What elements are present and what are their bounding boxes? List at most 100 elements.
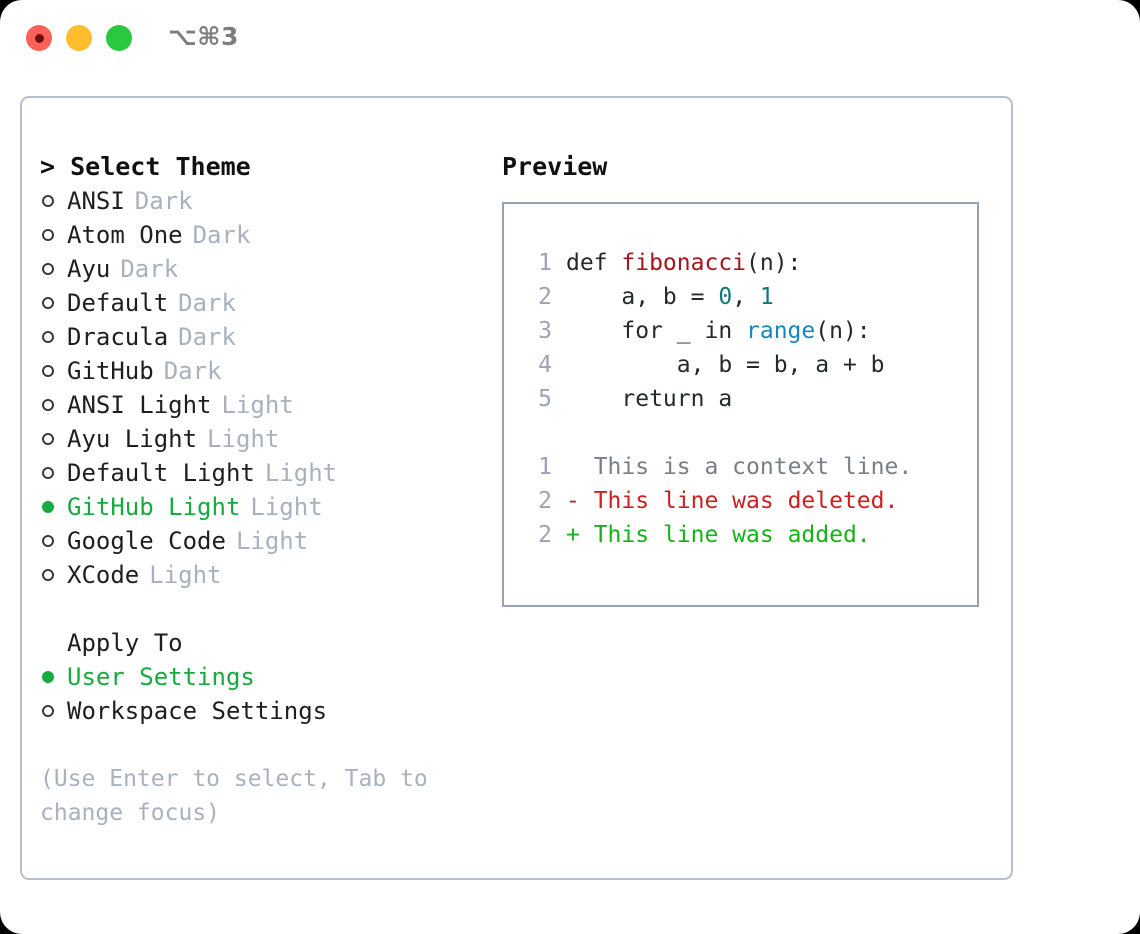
radio-unselected-icon — [40, 464, 58, 482]
code-line: 4 a, b = b, a + b — [522, 348, 977, 382]
diff-spacer — [522, 416, 977, 450]
code-token-number: 0 — [718, 284, 733, 310]
theme-option-label: Ayu Light — [67, 425, 198, 453]
code-line: 2 a, b = 0, 1 — [522, 280, 977, 314]
code-line-content: a, b = 0, 1 — [566, 280, 774, 314]
theme-option-mode: Light — [264, 459, 338, 487]
code-line-number: 5 — [538, 386, 552, 412]
theme-option-label: GitHub Light — [67, 493, 241, 521]
theme-option-mode: Light — [235, 527, 309, 555]
diff-line-text: This line was added. — [593, 522, 871, 548]
theme-option-label: ANSI — [67, 187, 125, 215]
code-token-plain: a, b = b, a + b — [566, 352, 885, 378]
radio-unselected-icon — [40, 328, 58, 346]
radio-unselected-icon — [40, 702, 58, 720]
theme-option-label: Dracula — [67, 323, 169, 351]
code-line-number: 4 — [538, 352, 552, 378]
theme-option[interactable]: Atom One Dark — [40, 218, 480, 252]
theme-option-label: Ayu — [67, 255, 111, 283]
code-line: 1 def fibonacci(n): — [522, 246, 977, 280]
theme-option-mode: Light — [149, 561, 222, 589]
code-token-function: fibonacci — [621, 250, 747, 276]
diff-line: 1 This is a context line. — [522, 450, 977, 484]
code-line-content: a, b = b, a + b — [566, 348, 885, 382]
diff-line-number: 2 — [538, 522, 552, 548]
diff-line-number: 1 — [538, 454, 552, 480]
zoom-button[interactable] — [106, 25, 132, 51]
radio-unselected-icon — [40, 260, 58, 278]
theme-option-mode: Light — [221, 391, 294, 419]
theme-option-mode: Dark — [192, 221, 251, 249]
radio-unselected-icon — [40, 226, 58, 244]
diff-line-text: This line was deleted. — [593, 488, 899, 514]
theme-option-label: Default Light — [67, 459, 255, 487]
diff-line: 2 + This line was added. — [522, 518, 977, 552]
code-token-plain: a, b = — [566, 284, 719, 310]
theme-option[interactable]: ANSI Light Light — [40, 388, 480, 422]
code-token-number: 1 — [759, 284, 774, 310]
preview-heading: Preview — [502, 152, 608, 181]
diff-line-text: This is a context line. — [593, 454, 913, 480]
theme-option[interactable]: GitHub Light Light — [40, 490, 480, 524]
radio-unselected-icon — [40, 396, 58, 414]
spacer — [40, 592, 480, 626]
radio-unselected-icon — [40, 430, 58, 448]
radio-selected-icon — [40, 498, 58, 516]
diff-marker — [566, 450, 594, 484]
diff-sample: 1 This is a context line.2- This line wa… — [522, 450, 977, 552]
close-button[interactable] — [26, 25, 52, 51]
code-line-content: for _ in range(n): — [566, 314, 871, 348]
theme-option-mode: Dark — [134, 187, 193, 215]
theme-option-label: Atom One — [67, 221, 183, 249]
keyboard-hint: (Use Enter to select, Tab to change focu… — [40, 766, 428, 826]
code-line-number: 1 — [538, 250, 552, 276]
theme-option[interactable]: ANSI Dark — [40, 184, 480, 218]
theme-option-label: Default — [67, 289, 169, 317]
radio-unselected-icon — [40, 362, 58, 380]
theme-option[interactable]: Ayu Dark — [40, 252, 480, 286]
apply-to-option[interactable]: Workspace Settings — [40, 694, 480, 728]
diff-line: 2- This line was deleted. — [522, 484, 977, 518]
code-token-plain: return a — [566, 386, 733, 412]
diff-marker: - — [566, 488, 594, 514]
diff-marker: + — [566, 522, 594, 548]
title-bar: ⌥⌘3 — [0, 0, 1140, 78]
theme-option-label: ANSI Light — [67, 391, 212, 419]
theme-option[interactable]: Google Code Light — [40, 524, 480, 558]
code-token-punct: (n): — [815, 318, 871, 344]
apply-to-option[interactable]: User Settings — [40, 660, 480, 694]
minimize-button[interactable] — [66, 25, 92, 51]
radio-unselected-icon — [40, 294, 58, 312]
code-line-content: return a — [566, 382, 732, 416]
apply-to-option-label: User Settings — [67, 663, 255, 691]
code-line: 3 for _ in range(n): — [522, 314, 977, 348]
theme-option-mode: Light — [250, 493, 323, 521]
theme-option-mode: Dark — [163, 357, 222, 385]
radio-unselected-icon — [40, 566, 58, 584]
theme-option-label: GitHub — [67, 357, 154, 385]
theme-option[interactable]: GitHub Dark — [40, 354, 480, 388]
theme-option[interactable]: Default Light Light — [40, 456, 480, 490]
theme-option-mode: Dark — [120, 255, 179, 283]
code-token-punct: (n): — [746, 250, 802, 276]
theme-option[interactable]: XCode Light — [40, 558, 480, 592]
window-title: ⌥⌘3 — [168, 22, 239, 51]
radio-unselected-icon — [40, 192, 58, 210]
radio-unselected-icon — [40, 532, 58, 550]
code-line: 5 return a — [522, 382, 977, 416]
theme-option-label: Google Code — [67, 527, 226, 555]
theme-option-label: XCode — [67, 561, 140, 589]
theme-option[interactable]: Default Dark — [40, 286, 480, 320]
code-line-number: 2 — [538, 284, 552, 310]
theme-option-mode: Dark — [178, 289, 236, 317]
code-line-content: def fibonacci(n): — [566, 246, 801, 280]
